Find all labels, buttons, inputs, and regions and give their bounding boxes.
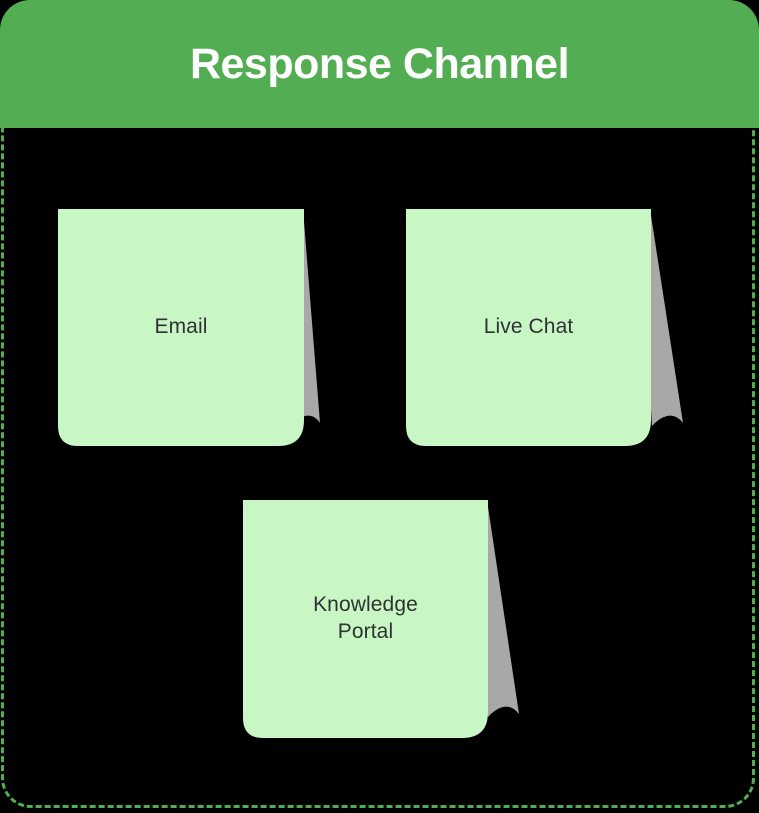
note-body	[58, 209, 304, 446]
sticky-note-knowledge-portal[interactable]: Knowledge Portal	[243, 500, 519, 738]
sticky-note-email[interactable]: Email	[58, 209, 320, 446]
sticky-note-shape	[58, 209, 320, 446]
note-body	[243, 500, 488, 738]
sticky-note-live-chat[interactable]: Live Chat	[406, 209, 683, 446]
page-title: Response Channel	[189, 39, 570, 88]
group-header-banner[interactable]: Response Channel	[0, 0, 759, 128]
sticky-note-shape	[243, 500, 519, 738]
note-body	[406, 209, 651, 446]
sticky-note-shape	[406, 209, 683, 446]
